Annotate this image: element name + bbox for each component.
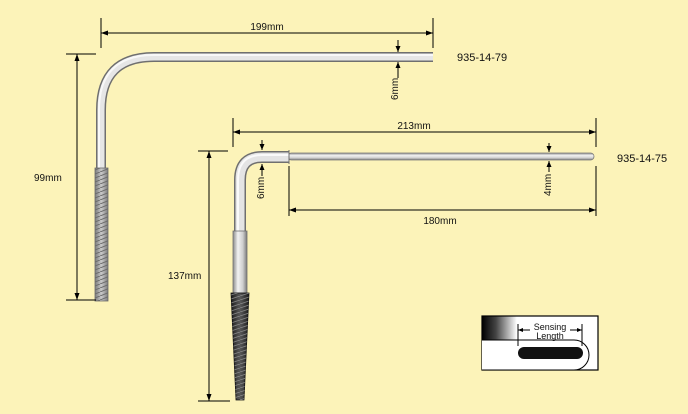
probe-bottom bbox=[230, 150, 595, 401]
probe-bottom-height-dimension: 137mm bbox=[168, 150, 230, 402]
probe-bottom-stem-diameter-label: 6mm bbox=[256, 177, 267, 199]
probe-top-height-label: 99mm bbox=[34, 173, 62, 184]
probe-bottom-tip-length-label: 180mm bbox=[423, 216, 456, 227]
probe-top bbox=[94, 52, 433, 302]
probe-top-diameter-dimension: 6mm bbox=[390, 40, 401, 100]
probe-bottom-tip-diameter-dimension: 4mm bbox=[543, 143, 554, 196]
probe-bottom-tip-diameter-label: 4mm bbox=[543, 174, 554, 196]
probe-bottom-tip-length-dimension: 180mm bbox=[288, 166, 597, 227]
probe-bottom-collar bbox=[232, 230, 248, 294]
probe-bottom-length-dimension: 213mm bbox=[232, 118, 597, 147]
sensing-element bbox=[518, 347, 583, 359]
probe-bottom-height-label: 137mm bbox=[168, 271, 201, 282]
probe-top-length-dimension: 199mm bbox=[100, 18, 434, 48]
probe-top-diameter-label: 6mm bbox=[390, 78, 401, 100]
inset-label-line1: Sensing bbox=[534, 322, 567, 332]
sensing-length-inset: Sensing Length bbox=[481, 315, 599, 371]
probe-top-part-number: 935-14-79 bbox=[457, 52, 507, 64]
inset-label-line2: Length bbox=[536, 331, 564, 341]
probe-top-height-dimension: 99mm bbox=[34, 53, 96, 301]
probe-bottom-tip bbox=[287, 152, 595, 161]
probe-top-length-label: 199mm bbox=[250, 22, 283, 33]
probe-bottom-part-number: 935-14-75 bbox=[617, 153, 667, 165]
probe-bottom-stem-diameter-dimension: 6mm bbox=[256, 140, 267, 199]
probe-bottom-length-label: 213mm bbox=[397, 121, 430, 132]
